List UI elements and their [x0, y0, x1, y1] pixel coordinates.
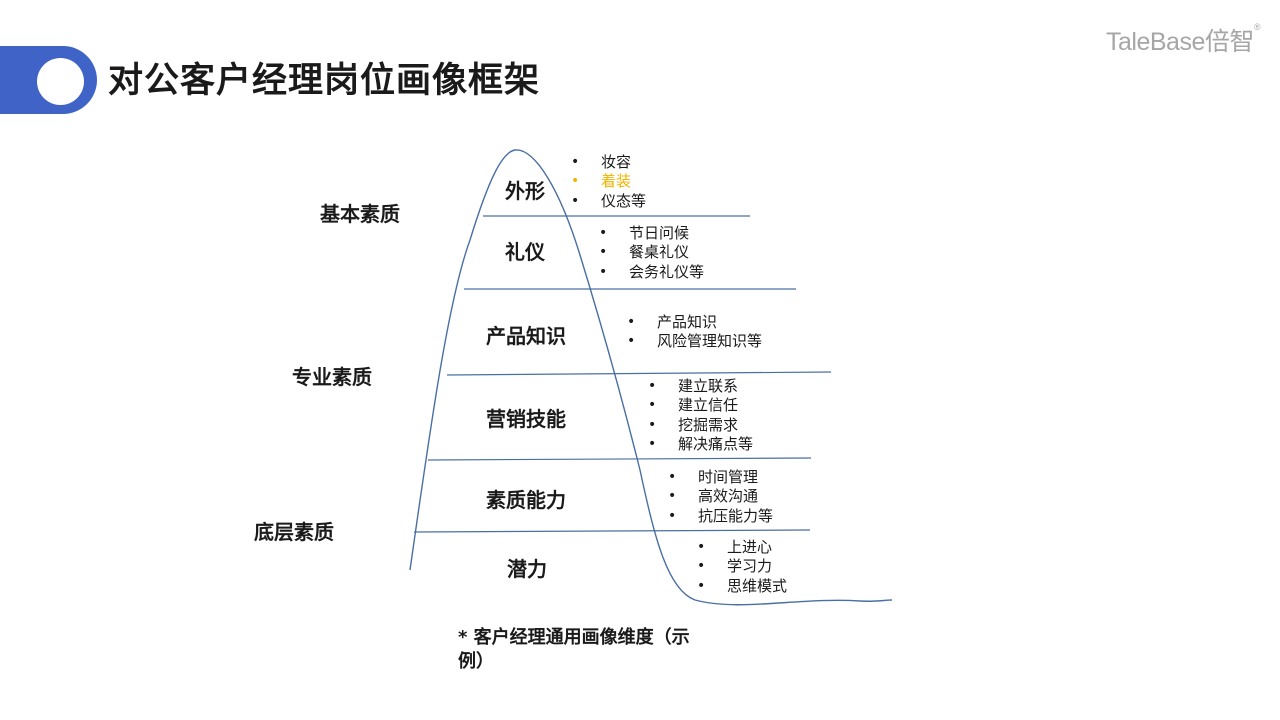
bullet-marker: •	[571, 192, 580, 209]
bullet-marker: •	[648, 397, 657, 414]
bullet-marker: •	[668, 488, 677, 505]
bullet-marker: •	[668, 507, 677, 524]
bullet-marker: •	[648, 416, 657, 433]
bullet-text: 仪态等	[601, 191, 647, 210]
bullet-marker: •	[627, 314, 636, 330]
divider-line	[413, 529, 811, 533]
bullet-text: 挖掘需求	[678, 415, 739, 434]
bullet-text: 会务礼仪等	[629, 262, 705, 281]
bullet-text: 思维模式	[727, 576, 788, 595]
segment-label-sales-skills: 营销技能	[486, 407, 566, 431]
level-label-basic: 基本素质	[320, 202, 400, 226]
bullet-marker: •	[571, 154, 580, 170]
level-label-professional: 专业素质	[292, 365, 372, 389]
bell-curve	[409, 149, 893, 606]
bullet-text: 学习力	[727, 557, 773, 576]
segment-label-potential: 潜力	[507, 557, 547, 581]
bullet-text: 时间管理	[698, 468, 759, 486]
bullet-text: 建立信任	[678, 396, 739, 415]
bullet-marker: •	[571, 173, 580, 190]
brand-logo-text: TaleBase倍智	[1106, 28, 1254, 56]
registered-mark: ®	[1253, 22, 1261, 32]
bullet-marker: •	[648, 435, 657, 452]
divider-line	[446, 371, 832, 376]
divider-line	[427, 457, 812, 461]
segment-label-product-knowledge: 产品知识	[486, 324, 566, 348]
segment-label-etiquette: 礼仪	[505, 240, 545, 264]
bullet-text: 建立联系	[678, 377, 739, 395]
segment-label-competency: 素质能力	[486, 488, 566, 512]
bullet-text: 高效沟通	[698, 487, 759, 506]
bullet-marker: •	[599, 263, 608, 280]
bullet-text: 节日问候	[629, 224, 690, 242]
bullet-text: 着装	[601, 172, 632, 191]
bullet-text: 餐桌礼仪	[629, 243, 690, 262]
bullet-text: 抗压能力等	[698, 506, 774, 525]
brand-logo: TaleBase倍智®	[1106, 22, 1261, 58]
page-title: 对公客户经理岗位画像框架	[108, 61, 541, 101]
bullet-text: 产品知识	[657, 313, 718, 331]
bullet-marker: •	[697, 577, 706, 594]
segment-label-appearance: 外形	[505, 179, 545, 203]
bullet-marker: •	[627, 333, 636, 350]
title-accent-circle	[37, 58, 84, 105]
bullet-marker: •	[599, 225, 608, 241]
bullet-marker: •	[648, 378, 657, 394]
bullet-marker: •	[668, 469, 677, 485]
bullet-text: 风险管理知识等	[657, 332, 763, 351]
bullet-marker: •	[599, 244, 608, 261]
bullet-text: 妆容	[601, 153, 632, 171]
level-label-foundation: 底层素质	[254, 520, 334, 544]
bullet-text: 上进心	[727, 538, 773, 556]
bullet-marker: •	[697, 539, 706, 555]
bullet-marker: •	[697, 558, 706, 575]
footnote: * 客户经理通用画像维度（示例）	[458, 627, 690, 672]
bullet-text: 解决痛点等	[678, 434, 754, 453]
